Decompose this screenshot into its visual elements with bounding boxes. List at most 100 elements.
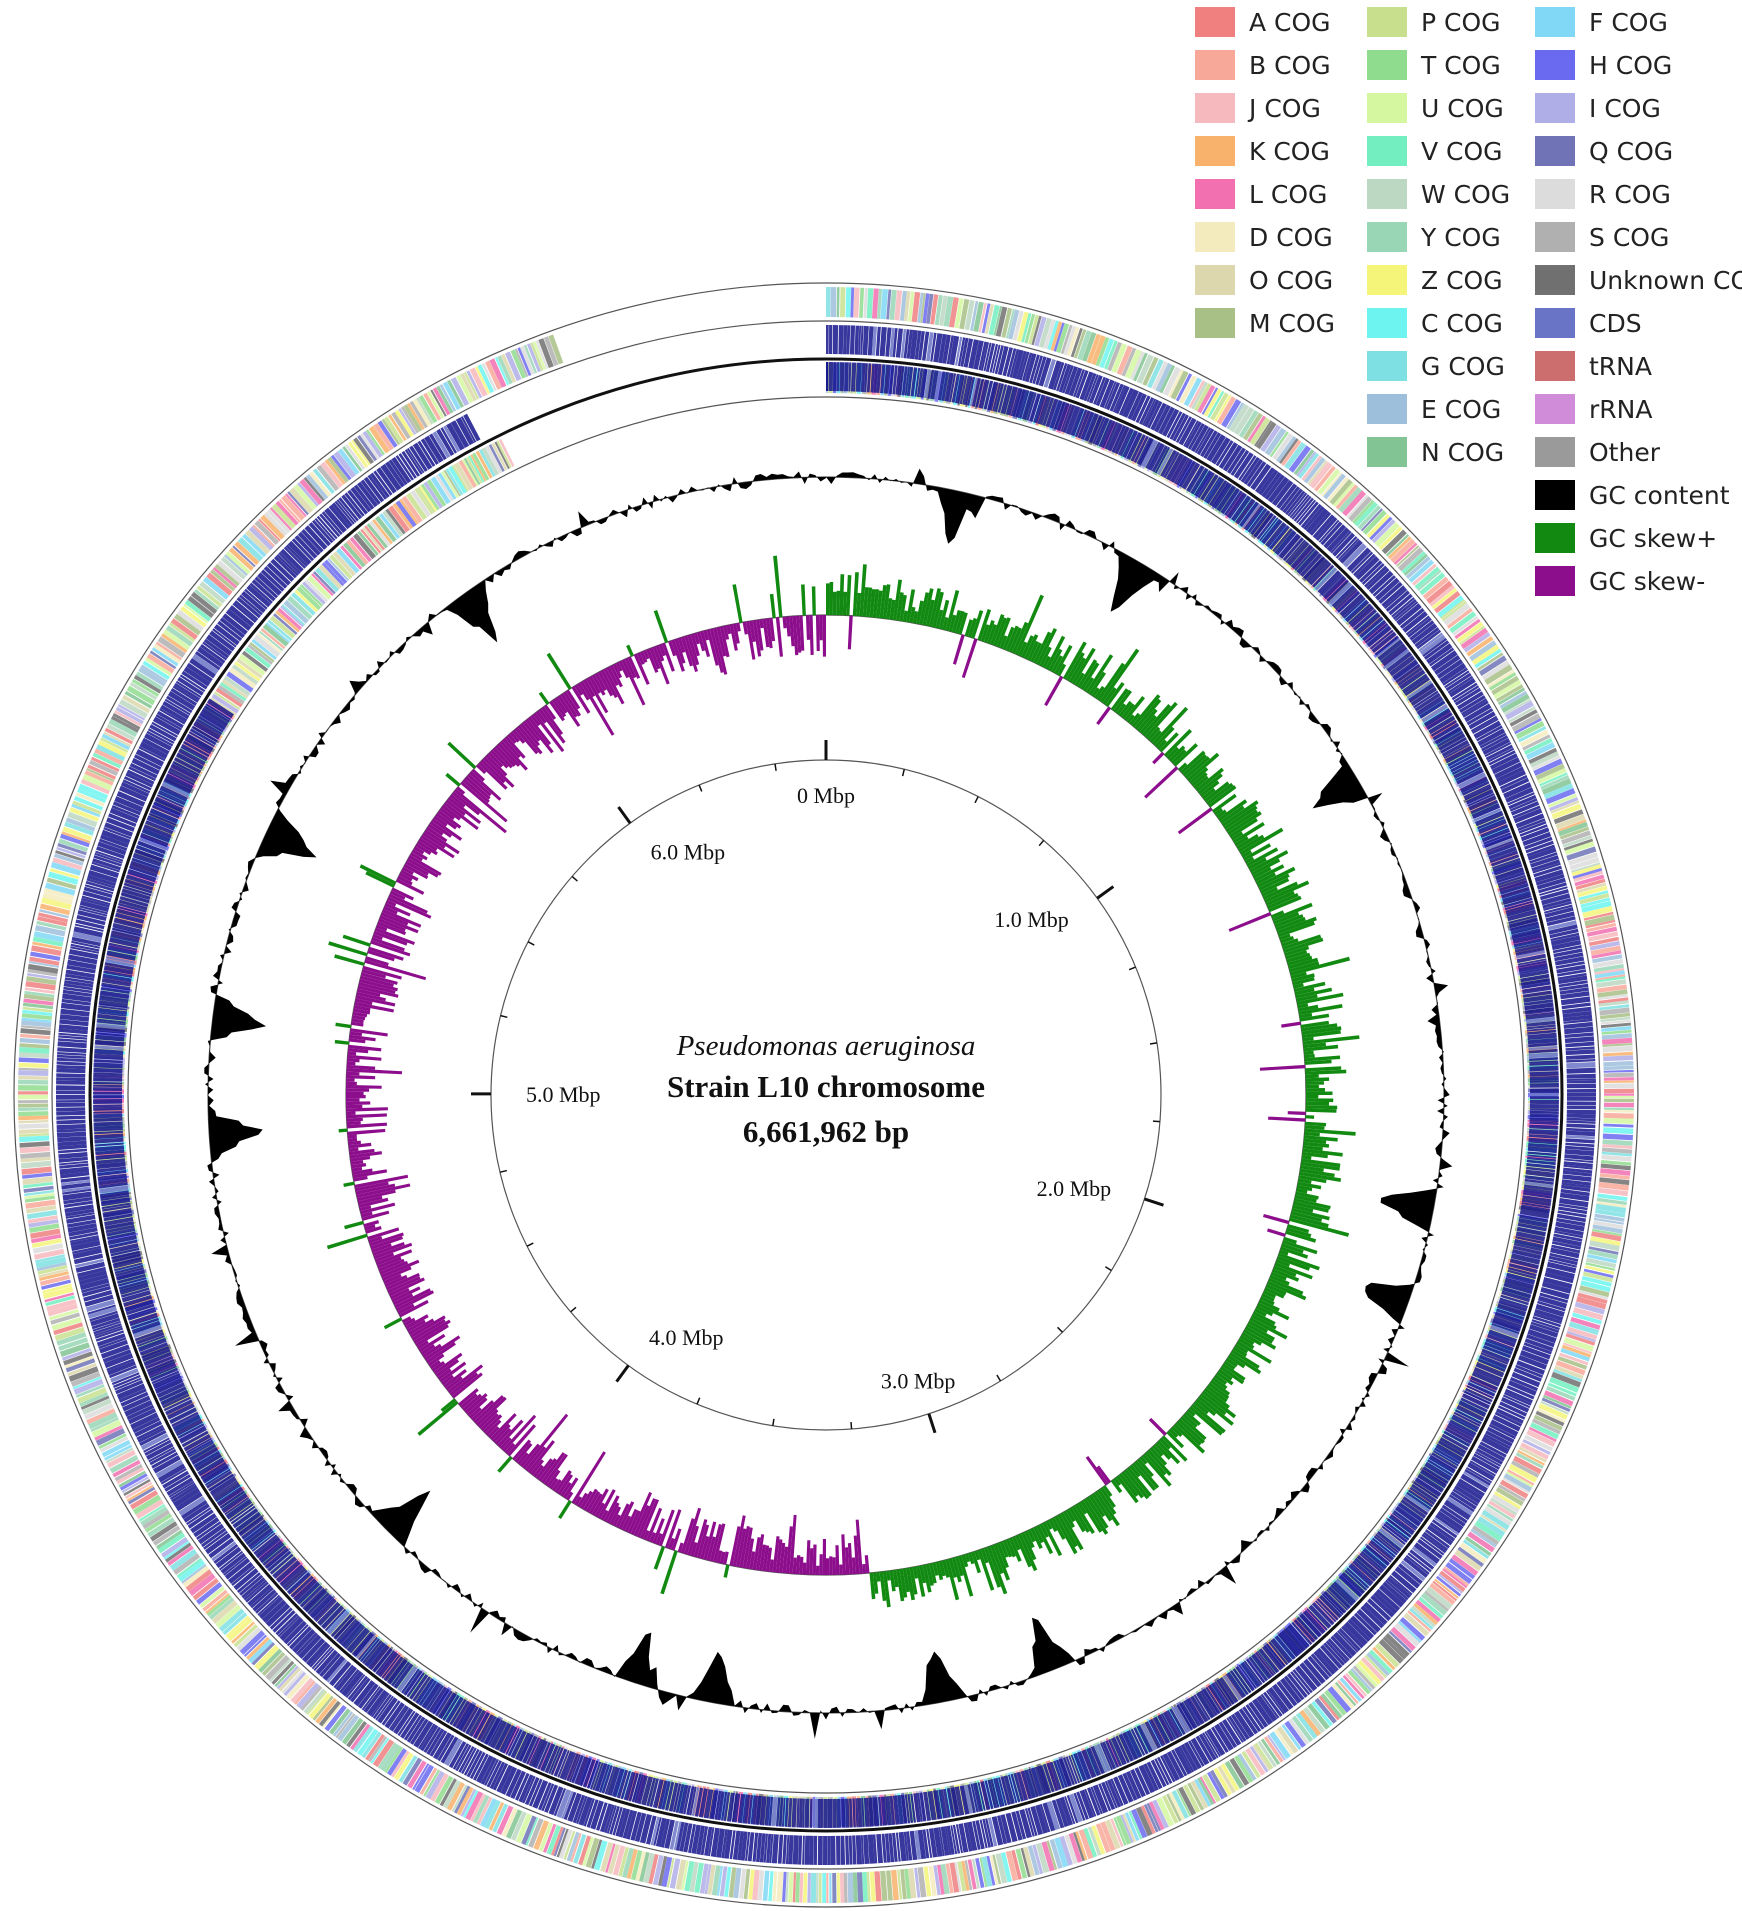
cds-feature [1019, 1809, 1032, 1839]
cog-feature [939, 295, 948, 326]
cds-feature [686, 1786, 695, 1816]
cds-feature [1246, 1658, 1266, 1684]
cds-feature [1321, 574, 1343, 596]
cds-feature [1356, 1608, 1381, 1633]
cds-feature [1524, 1178, 1554, 1185]
cds-feature [1526, 1334, 1555, 1348]
cog-feature [50, 861, 82, 876]
cog-feature [1066, 326, 1080, 357]
cds-feature [197, 715, 224, 733]
cds-feature [94, 1145, 125, 1152]
cds-feature [1544, 907, 1574, 918]
cds-feature [128, 766, 156, 782]
cds-feature [99, 995, 129, 1004]
cog-feature [312, 468, 335, 494]
cds-feature [1016, 1771, 1029, 1801]
cog-feature [1041, 1841, 1055, 1872]
cds-feature [704, 1826, 713, 1856]
cds-feature [963, 1822, 973, 1852]
cog-feature [1604, 1088, 1634, 1094]
cog-feature [566, 1831, 580, 1862]
cds-feature [1567, 1093, 1596, 1097]
cog-feature [324, 1705, 347, 1732]
cds-feature [1404, 677, 1430, 697]
gc-skew-bar [346, 1111, 356, 1116]
cog-feature [192, 1578, 219, 1601]
cog-feature [830, 287, 837, 318]
cog-feature [190, 591, 218, 615]
cog-feature [72, 800, 102, 815]
cds-feature [1504, 1277, 1534, 1290]
cds-feature [1386, 651, 1413, 673]
cog-feature [1056, 323, 1070, 354]
cds-feature [1525, 840, 1554, 854]
cds-feature [165, 773, 194, 790]
cds-feature [1449, 1419, 1477, 1436]
cds-feature [1411, 1546, 1437, 1567]
cds-feature [1230, 1713, 1250, 1740]
cog-feature [605, 1843, 616, 1873]
cds-feature [72, 1245, 101, 1254]
gc-skew-bar [1015, 594, 1044, 656]
cds-feature [1207, 1684, 1227, 1711]
cds-feature [1338, 1628, 1361, 1651]
cds-feature [1473, 720, 1502, 739]
cds-feature [1434, 655, 1461, 676]
cds-feature [1384, 1521, 1410, 1541]
cds-feature [134, 1420, 163, 1437]
cog-feature [639, 1851, 650, 1882]
cds-feature [386, 1658, 408, 1685]
cog-feature [416, 397, 434, 425]
cog-feature [1091, 335, 1106, 366]
cog-feature [384, 1746, 403, 1774]
cog-feature [1501, 693, 1530, 713]
cds-feature [270, 558, 295, 582]
cds-feature [861, 1798, 865, 1828]
cds-feature [251, 1532, 276, 1552]
cog-feature [147, 1517, 175, 1538]
cog-feature [30, 951, 61, 961]
cds-feature [205, 703, 231, 721]
cds-feature [1405, 1554, 1430, 1575]
cds-feature [1058, 1758, 1072, 1787]
cds-feature [1213, 483, 1233, 509]
cds-feature [1323, 1642, 1345, 1666]
cds-feature [1562, 1010, 1592, 1018]
cds-feature [132, 1417, 161, 1434]
cds-feature [969, 377, 978, 407]
cog-feature [1408, 559, 1435, 583]
cds-feature [78, 907, 108, 917]
cog-feature [271, 1660, 295, 1685]
cds-feature [1218, 442, 1238, 469]
cog-feature [407, 1760, 427, 1789]
cds-feature [567, 1792, 582, 1822]
cds-feature [1291, 495, 1312, 520]
cds-feature [181, 1430, 209, 1448]
cds-feature [58, 1035, 88, 1040]
cog-feature [18, 1111, 49, 1117]
cog-feature [258, 518, 281, 542]
cog-feature [1454, 618, 1481, 639]
cds-feature [564, 1752, 577, 1781]
cds-feature [1146, 1761, 1163, 1790]
cds-feature [443, 425, 461, 453]
cog-feature [450, 377, 470, 406]
cog-feature [1347, 1669, 1371, 1695]
cds-feature [561, 1790, 574, 1819]
cds-feature [93, 1091, 122, 1095]
gc-skew-bar [338, 1128, 348, 1133]
cds-feature [455, 1702, 473, 1729]
cog-feature [20, 1151, 51, 1159]
cog-feature [1194, 383, 1212, 412]
cds-feature [61, 1182, 91, 1190]
cds-feature [347, 1675, 368, 1701]
cds-feature [195, 1453, 222, 1472]
cog-feature [1566, 1330, 1596, 1343]
gc-skew-bar [919, 592, 930, 625]
cog-feature [472, 452, 490, 481]
cds-feature [689, 1786, 697, 1816]
cds-feature [151, 1452, 179, 1469]
cds-feature [1294, 547, 1316, 571]
cog-feature [526, 343, 541, 373]
cds-feature [1499, 1401, 1528, 1417]
